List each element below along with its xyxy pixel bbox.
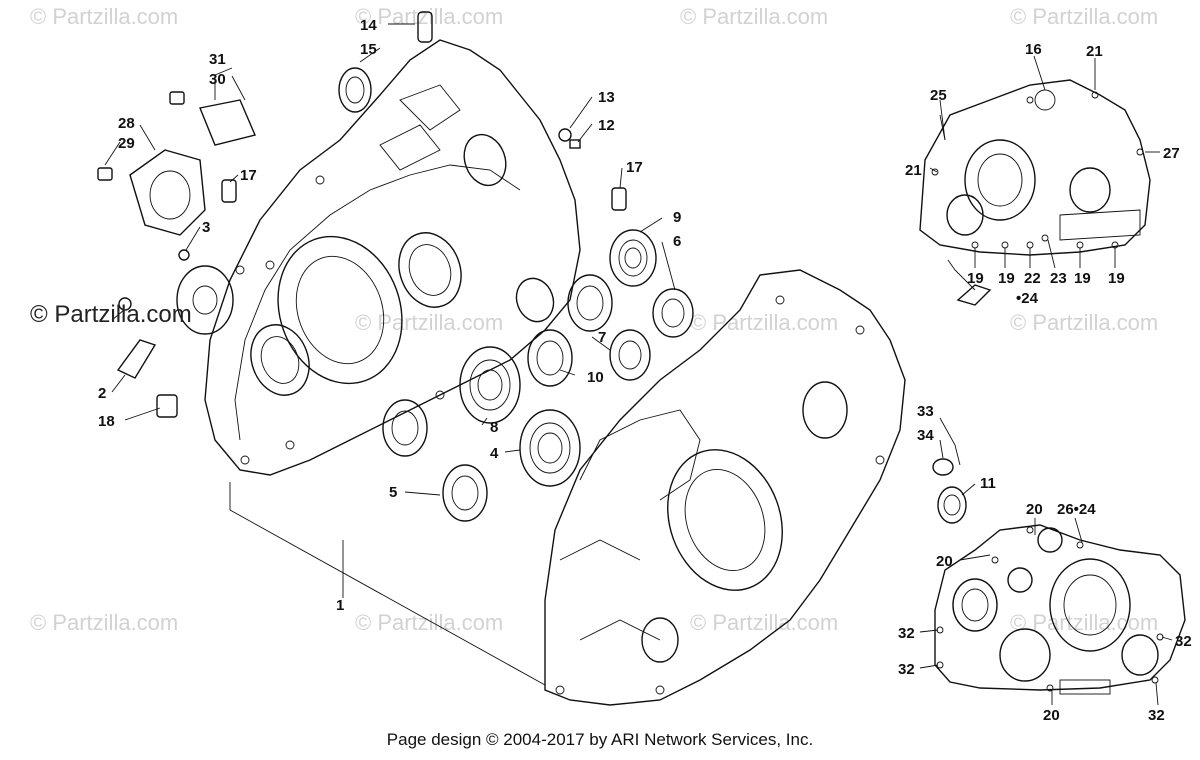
callout-label: 32 (898, 661, 915, 678)
callout-label: 32 (1175, 633, 1192, 650)
bearing-8 (459, 346, 521, 424)
callout-label: 33 (917, 403, 934, 420)
watermark: © Partzilla.com (1010, 310, 1158, 335)
callout-label: 11 (980, 475, 996, 492)
callout-label: 18 (98, 413, 115, 430)
callout-label: 20 (1043, 707, 1060, 724)
washer-13 (558, 128, 572, 142)
callout-label: 15 (360, 41, 377, 58)
callout-label: 13 (598, 89, 615, 106)
callout-label: 9 (673, 209, 681, 226)
callout-label: 10 (587, 369, 604, 386)
page-footer: Page design © 2004-2017 by ARI Network S… (386, 730, 814, 749)
callout-label: 20 (936, 553, 953, 570)
callout-label: 27 (1163, 145, 1180, 162)
bolt-29 (97, 167, 113, 181)
o-ring-34 (932, 458, 954, 476)
seal-15 (338, 67, 372, 113)
watermark: © Partzilla.com (30, 610, 178, 635)
callout-label: 12 (598, 117, 615, 134)
bearing-9 (609, 229, 657, 287)
callout-label: 32 (1148, 707, 1165, 724)
watermark: © Partzilla.com (680, 4, 828, 29)
callout-labels: 14 15 31 30 28 29 17 13 12 17 3 9 6 © Pa… (30, 17, 1192, 724)
bearings (382, 229, 694, 522)
callout-label: 19 (1074, 270, 1091, 287)
bearing-10 (527, 329, 573, 387)
bearing-3 (382, 399, 428, 457)
inset-crankcase-bottom (934, 524, 1186, 695)
callout-label: 8 (490, 419, 498, 436)
watermark: © Partzilla.com (1010, 610, 1158, 635)
watermark: © Partzilla.com (690, 310, 838, 335)
bearing-6 (652, 288, 694, 338)
watermark-overlay: © Partzilla.com (30, 301, 192, 328)
watermark: © Partzilla.com (355, 610, 503, 635)
dowel-18 (156, 394, 178, 418)
watermark: © Partzilla.com (355, 310, 503, 335)
bearing-4 (519, 409, 581, 487)
right-crankcase (544, 269, 906, 706)
callout-label: 29 (118, 135, 135, 152)
callout-label: 6 (673, 233, 681, 250)
dowel-17b (611, 187, 627, 211)
cover-28 (129, 149, 206, 236)
callout-label: 30 (209, 71, 226, 88)
callout-label: 20 (1026, 501, 1043, 518)
callout-label: 3 (202, 219, 210, 236)
watermark: © Partzilla.com (1010, 4, 1158, 29)
leader-lines (104, 23, 1173, 706)
callout-label: •24 (1016, 290, 1039, 307)
callout-label: 21 (905, 162, 922, 179)
oil-pump-cover (176, 265, 234, 335)
callout-label: 1 (336, 597, 344, 614)
watermarks: © Partzilla.com © Partzilla.com © Partzi… (30, 4, 1158, 635)
callout-label: 17 (626, 159, 643, 176)
callout-label: 14 (360, 17, 377, 34)
bearing-7b (609, 329, 651, 381)
callout-label: 22 (1024, 270, 1041, 287)
seal-11 (937, 486, 967, 524)
callout-label: 19 (998, 270, 1015, 287)
callout-label: 19 (967, 270, 984, 287)
callout-label: 2 (98, 385, 106, 402)
callout-label: 5 (389, 484, 397, 501)
bearing-5 (442, 464, 488, 522)
screw-12 (569, 139, 581, 149)
watermark: © Partzilla.com (355, 4, 503, 29)
bolt-31 (169, 91, 185, 105)
callout-label: 26•24 (1057, 501, 1096, 518)
left-crankcase (204, 39, 581, 476)
dowel-17a (221, 179, 237, 203)
callout-label: 23 (1050, 270, 1067, 287)
callout-label: 17 (240, 167, 257, 184)
fitting-2 (116, 339, 157, 379)
callout-label: 32 (898, 625, 915, 642)
breather-30 (199, 99, 256, 146)
callout-label: 28 (118, 115, 135, 132)
callout-label: 21 (1086, 43, 1103, 60)
plug-3 (178, 249, 190, 261)
watermark: © Partzilla.com (30, 4, 178, 29)
callout-label: 4 (490, 445, 499, 462)
callout-label: 16 (1025, 41, 1042, 58)
callout-label: 34 (917, 427, 934, 444)
dipstick-33 (956, 284, 992, 306)
callout-label: 25 (930, 87, 947, 104)
callout-label: 7 (598, 329, 606, 346)
bolt-3b (118, 297, 132, 311)
watermark: © Partzilla.com (690, 610, 838, 635)
small-parts (97, 11, 992, 524)
dowel-pin-14 (417, 11, 433, 43)
inset-crankcase-top (919, 79, 1151, 256)
bearing-7a (567, 274, 613, 332)
callout-label: 31 (209, 51, 226, 68)
callout-label: 19 (1108, 270, 1125, 287)
